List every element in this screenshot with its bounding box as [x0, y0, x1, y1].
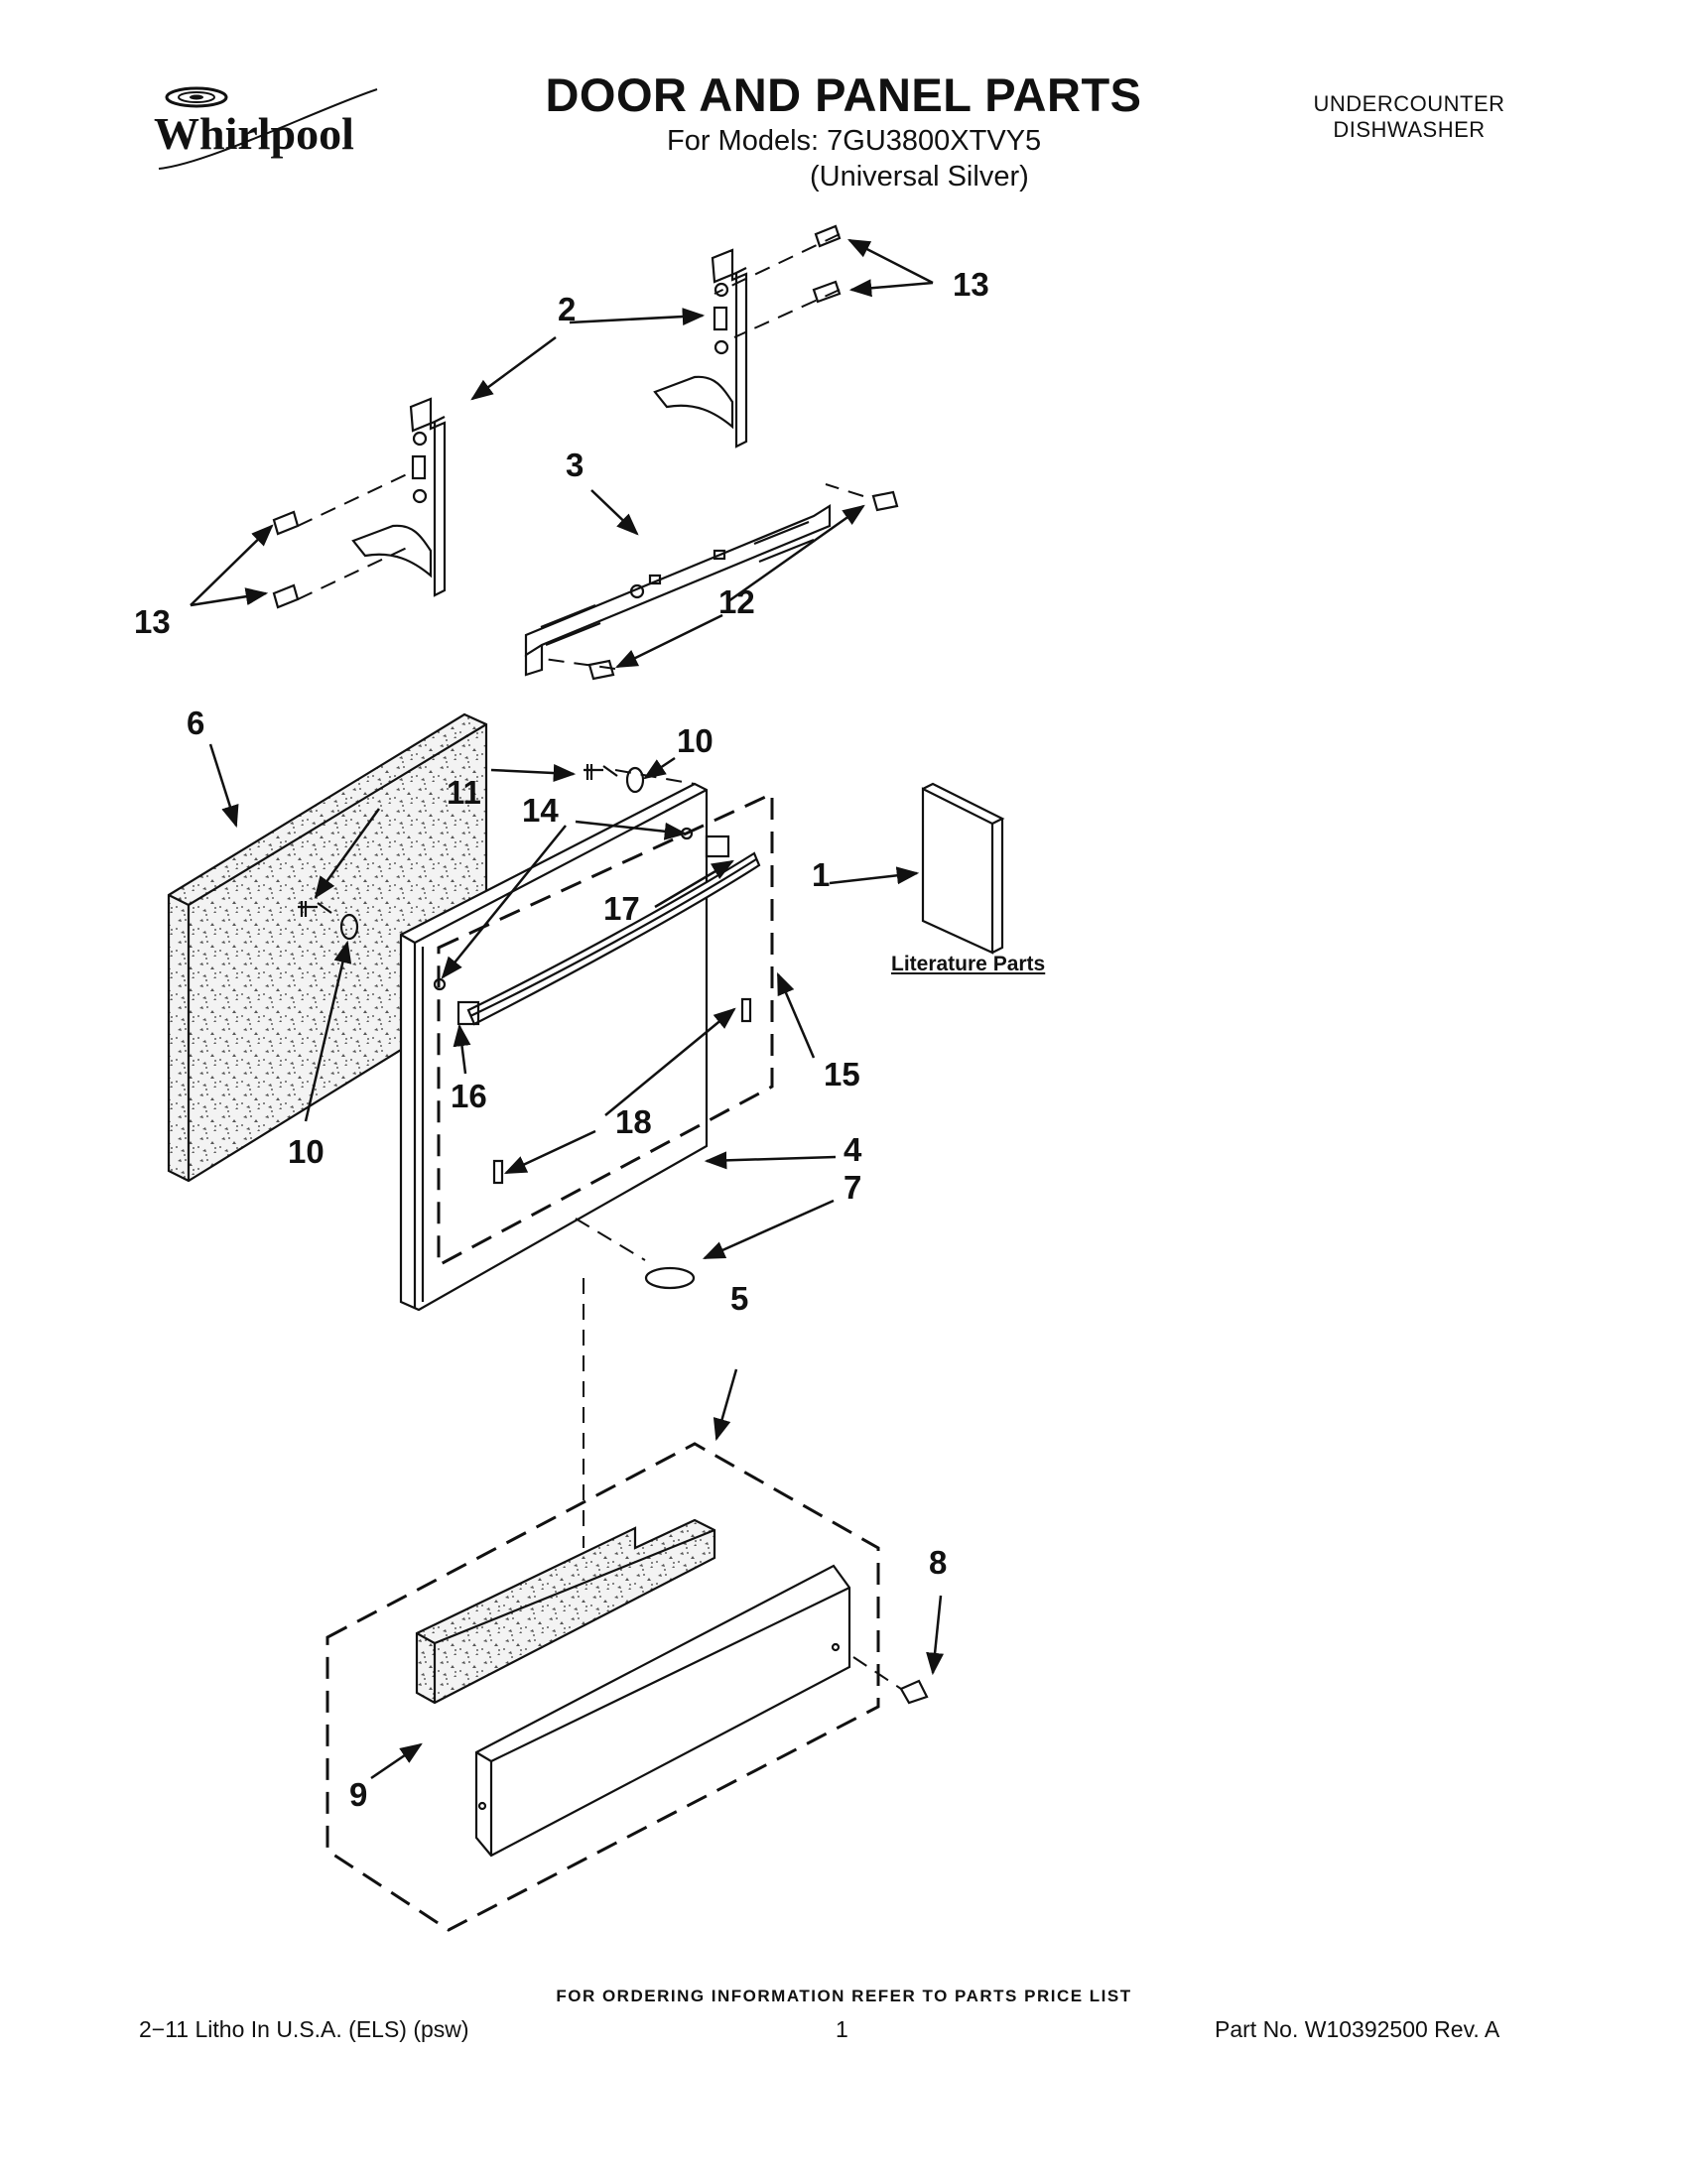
product-type: UNDERCOUNTER DISHWASHER — [1270, 91, 1548, 143]
logo-wordmark: Whirlpool — [154, 108, 354, 159]
part-number: Part No. W10392500 Rev. A — [1215, 2016, 1500, 2042]
callout-17: 17 — [603, 890, 640, 927]
access-panel-insulation — [415, 1518, 716, 1705]
callout-labels: 1 2 3 4 5 6 7 8 9 10 10 11 12 13 13 14 1… — [134, 266, 989, 1813]
leader-arrows — [190, 238, 945, 1780]
page-title: DOOR AND PANEL PARTS — [545, 68, 1142, 121]
page-number: 1 — [836, 2016, 848, 2042]
door-handle — [456, 835, 761, 1026]
panel-screws-and-washers — [298, 764, 645, 941]
litho-line: 2−11 Litho In U.S.A. (ELS) (psw) — [139, 2016, 469, 2042]
whirlpool-logo: Whirlpool — [139, 69, 407, 189]
callout-2: 2 — [558, 291, 576, 327]
callout-5: 5 — [730, 1280, 748, 1317]
alignment-lines — [297, 233, 902, 1690]
callout-3: 3 — [566, 447, 584, 483]
callout-16: 16 — [451, 1078, 487, 1114]
logo-mark: Whirlpool — [154, 86, 378, 170]
ordering-note: FOR ORDERING INFORMATION REFER TO PARTS … — [556, 1987, 1132, 2005]
models-line: For Models: 7GU3800XTVY5 — [667, 125, 1042, 157]
rail-screws — [587, 490, 899, 681]
door-hinge-bracket-right — [653, 248, 748, 449]
callout-15: 15 — [824, 1056, 860, 1092]
color-line: (Universal Silver) — [810, 161, 1029, 193]
callout-18: 18 — [615, 1103, 652, 1140]
model-badge — [644, 1266, 696, 1290]
bracket-screws-top — [272, 224, 842, 609]
callout-12: 12 — [718, 583, 755, 620]
callout-4: 4 — [844, 1131, 862, 1168]
handle-assembly-outline — [437, 791, 774, 1268]
callout-10-bottom: 10 — [288, 1133, 325, 1170]
literature-booklet — [921, 782, 1005, 955]
callout-14: 14 — [522, 792, 559, 829]
literature-parts-label: Literature Parts — [891, 953, 1046, 975]
callout-13-left: 13 — [134, 603, 171, 640]
access-panel — [474, 1564, 851, 1858]
product-type-line1: UNDERCOUNTER — [1313, 91, 1505, 116]
access-panel-outline — [325, 1442, 880, 1932]
callout-8: 8 — [929, 1544, 947, 1581]
callout-11: 11 — [447, 774, 481, 811]
callout-6: 6 — [187, 705, 204, 741]
callout-10-top: 10 — [677, 722, 714, 759]
callout-7: 7 — [844, 1169, 861, 1206]
door-panel-rail — [524, 504, 832, 677]
access-panel-screw — [899, 1679, 929, 1705]
product-type-line2: DISHWASHER — [1333, 117, 1486, 142]
callout-9: 9 — [349, 1776, 367, 1813]
callout-13-right: 13 — [953, 266, 989, 303]
door-hinge-bracket-left — [351, 397, 447, 597]
callout-1: 1 — [812, 856, 830, 893]
